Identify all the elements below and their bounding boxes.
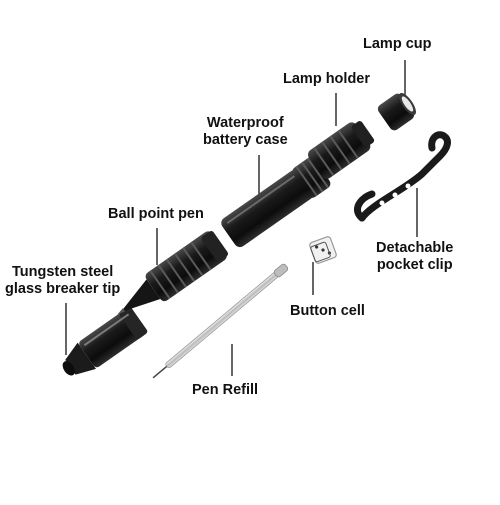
label-pen-refill: Pen Refill <box>192 382 258 399</box>
lamp-cup-part <box>377 92 416 131</box>
label-pocket-clip: Detachable pocket clip <box>376 240 453 274</box>
leader-lines <box>65 60 418 376</box>
pocket-clip-text-line1: Detachable <box>376 240 454 256</box>
tungsten-tip-text-line1: Tungsten steel <box>12 264 114 280</box>
lamp-holder-text: Lamp holder <box>283 71 371 87</box>
label-lamp-holder: Lamp holder <box>283 71 370 88</box>
lamp-cup-text: Lamp cup <box>363 36 432 52</box>
battery-case-text-line1: Waterproof <box>206 115 284 131</box>
battery-case-text-line2: battery case <box>203 132 288 148</box>
label-lamp-cup: Lamp cup <box>363 36 431 53</box>
label-button-cell: Button cell <box>290 303 365 320</box>
lamp-holder-part <box>308 121 375 179</box>
button-cell-text: Button cell <box>290 303 365 319</box>
pen-refill-text: Pen Refill <box>192 382 259 398</box>
tungsten-tip-text-line2: glass breaker tip <box>5 281 121 297</box>
battery-case-part <box>221 157 331 248</box>
label-tungsten-tip: Tungsten steel glass breaker tip <box>5 264 120 298</box>
pen-refill-part <box>152 263 289 379</box>
ball-point-pen-part <box>117 231 229 315</box>
button-cell-part <box>309 236 337 264</box>
pocket-clip-text-line2: pocket clip <box>376 257 453 273</box>
label-ball-point-pen: Ball point pen <box>108 206 204 223</box>
pocket-clip-part <box>354 131 451 222</box>
ball-point-pen-text: Ball point pen <box>108 206 204 222</box>
tungsten-tip-part <box>62 307 148 376</box>
label-battery-case: Waterproof battery case <box>203 115 288 149</box>
